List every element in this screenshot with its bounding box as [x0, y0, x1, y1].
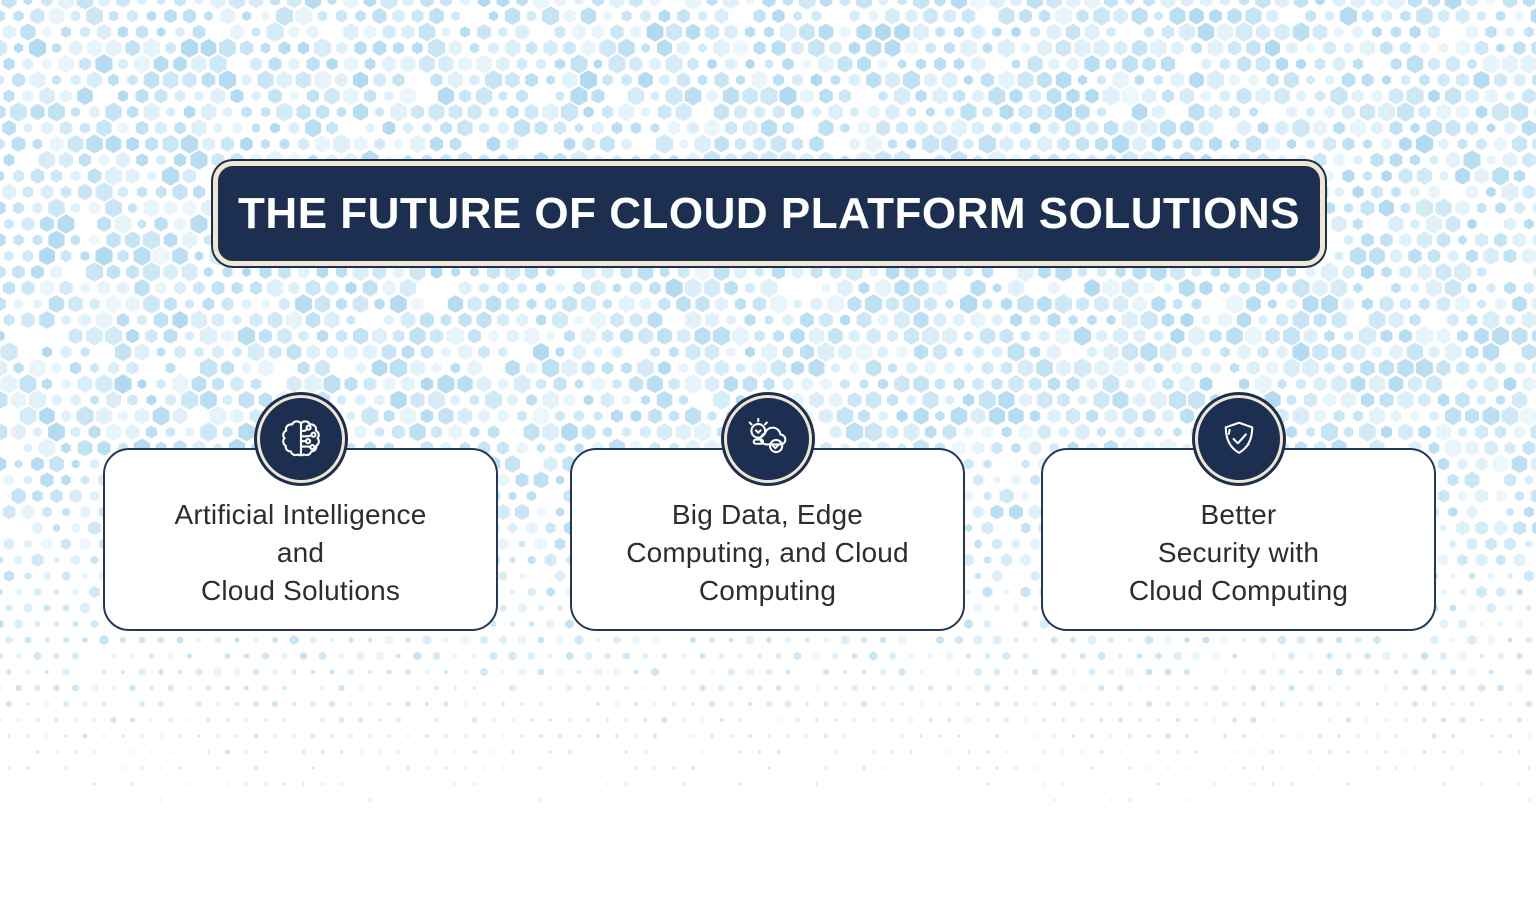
- title-banner: THE FUTURE OF CLOUD PLATFORM SOLUTIONS: [213, 161, 1325, 266]
- icon-badge: [256, 395, 345, 483]
- page-title: THE FUTURE OF CLOUD PLATFORM SOLUTIONS: [238, 188, 1300, 238]
- big-data-edge-cloud-icon: [748, 417, 786, 454]
- text-line: Computing: [698, 574, 837, 606]
- text-line: Big Data, Edge: [671, 498, 864, 530]
- text-line: Cloud Solutions: [200, 574, 401, 606]
- card-ai-cloud: Artificial Intelligence and Cloud Soluti…: [103, 395, 498, 631]
- icon-badge: [723, 395, 812, 483]
- security-shield-check-icon: [1224, 421, 1253, 454]
- card-text: Better Security with Cloud Computing: [1043, 450, 1434, 629]
- text-line: Better: [1200, 498, 1277, 530]
- text-line: Cloud Computing: [1128, 574, 1349, 606]
- text-line: Artificial Intelligence: [174, 498, 427, 530]
- text-line: and: [276, 536, 325, 568]
- ai-brain-icon: [281, 420, 320, 457]
- text-line: Security with: [1157, 536, 1320, 568]
- card-big-data-edge: Big Data, Edge Computing, and Cloud Comp…: [570, 395, 965, 631]
- text-line: Computing, and Cloud: [626, 536, 909, 568]
- icon-badge: [1194, 395, 1283, 483]
- card-security: Better Security with Cloud Computing: [1041, 395, 1436, 631]
- card-text: Big Data, Edge Computing, and Cloud Comp…: [572, 450, 963, 629]
- card-text: Artificial Intelligence and Cloud Soluti…: [105, 450, 496, 629]
